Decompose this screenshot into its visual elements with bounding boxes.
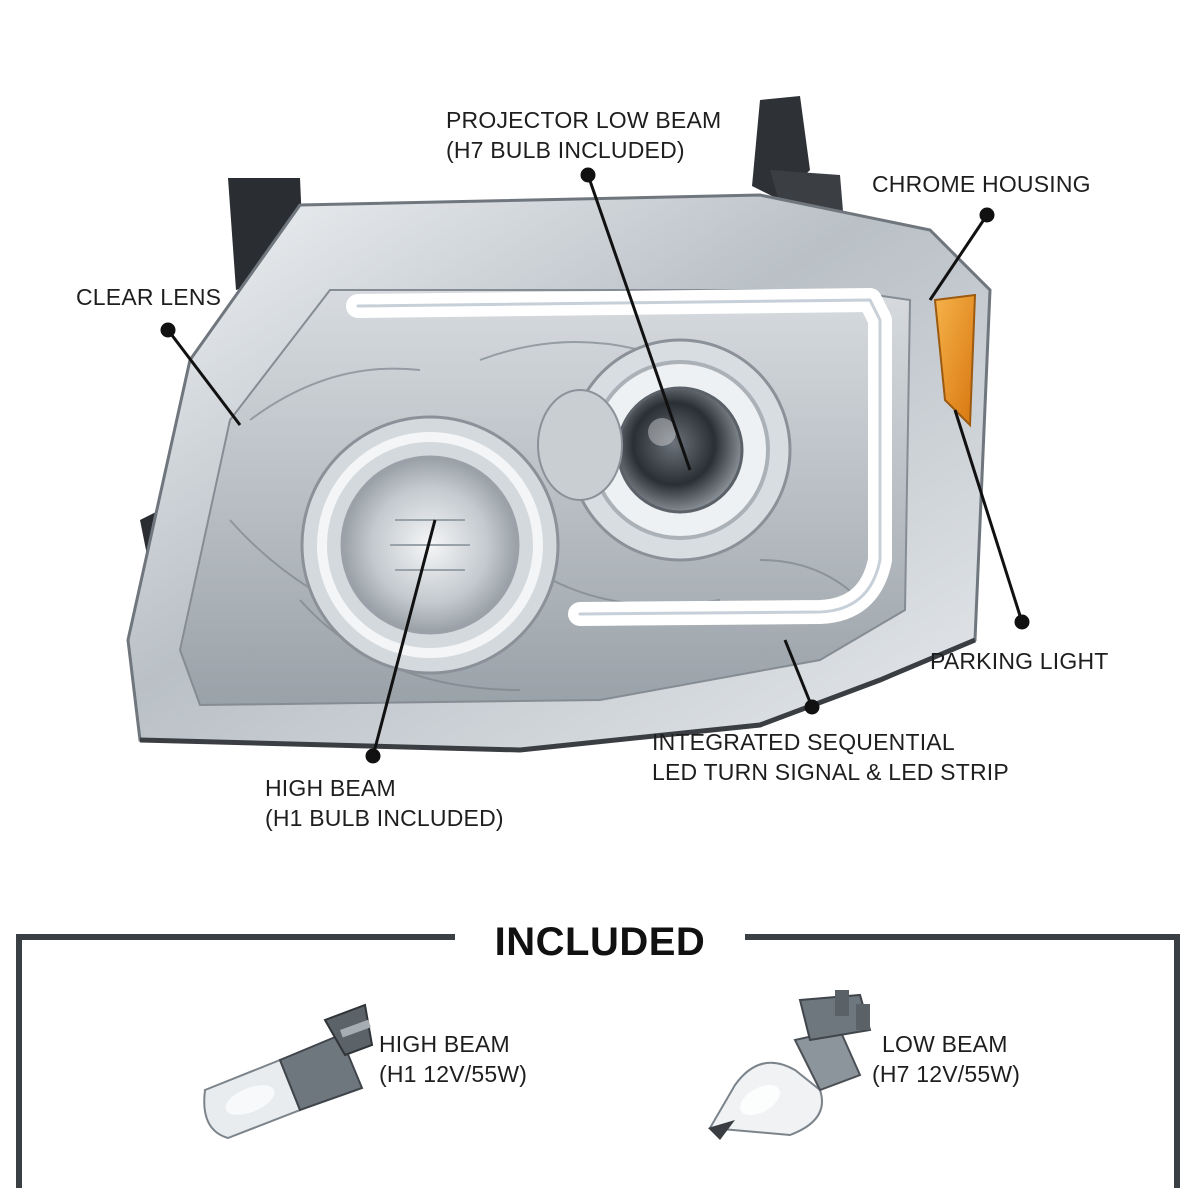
- bulb-label-line: HIGH BEAM: [379, 1031, 510, 1057]
- callout-line: CHROME HOUSING: [872, 171, 1091, 197]
- h7-bulb-icon: [708, 990, 872, 1140]
- included-low-beam-label: LOW BEAM (H7 12V/55W): [872, 1029, 1020, 1089]
- bulb-label-line: LOW BEAM: [882, 1031, 1008, 1057]
- callout-clear-lens: CLEAR LENS: [76, 282, 221, 312]
- callout-line: LED TURN SIGNAL & LED STRIP: [652, 759, 1009, 785]
- included-title-gap: [455, 920, 745, 960]
- callout-line: (H1 BULB INCLUDED): [265, 805, 504, 831]
- callout-line: PROJECTOR LOW BEAM: [446, 107, 722, 133]
- callout-chrome-housing: CHROME HOUSING: [872, 169, 1091, 199]
- included-high-beam-label: HIGH BEAM (H1 12V/55W): [379, 1029, 527, 1089]
- h1-bulb-icon: [203, 1003, 374, 1140]
- callout-line: PARKING LIGHT: [930, 648, 1109, 674]
- callout-line: HIGH BEAM: [265, 775, 396, 801]
- callout-parking-light: PARKING LIGHT: [930, 646, 1109, 676]
- callout-high-beam: HIGH BEAM (H1 BULB INCLUDED): [265, 773, 504, 833]
- callout-line: CLEAR LENS: [76, 284, 222, 310]
- bulb-label-line: (H7 12V/55W): [872, 1061, 1021, 1087]
- callout-line: INTEGRATED SEQUENTIAL: [652, 729, 955, 755]
- bulb-label-line: (H1 12V/55W): [379, 1061, 528, 1087]
- callout-projector-low-beam: PROJECTOR LOW BEAM (H7 BULB INCLUDED): [446, 105, 721, 165]
- callout-led-strip: INTEGRATED SEQUENTIAL LED TURN SIGNAL & …: [652, 727, 1009, 787]
- callout-line: (H7 BULB INCLUDED): [446, 137, 685, 163]
- included-title: INCLUDED: [494, 920, 706, 964]
